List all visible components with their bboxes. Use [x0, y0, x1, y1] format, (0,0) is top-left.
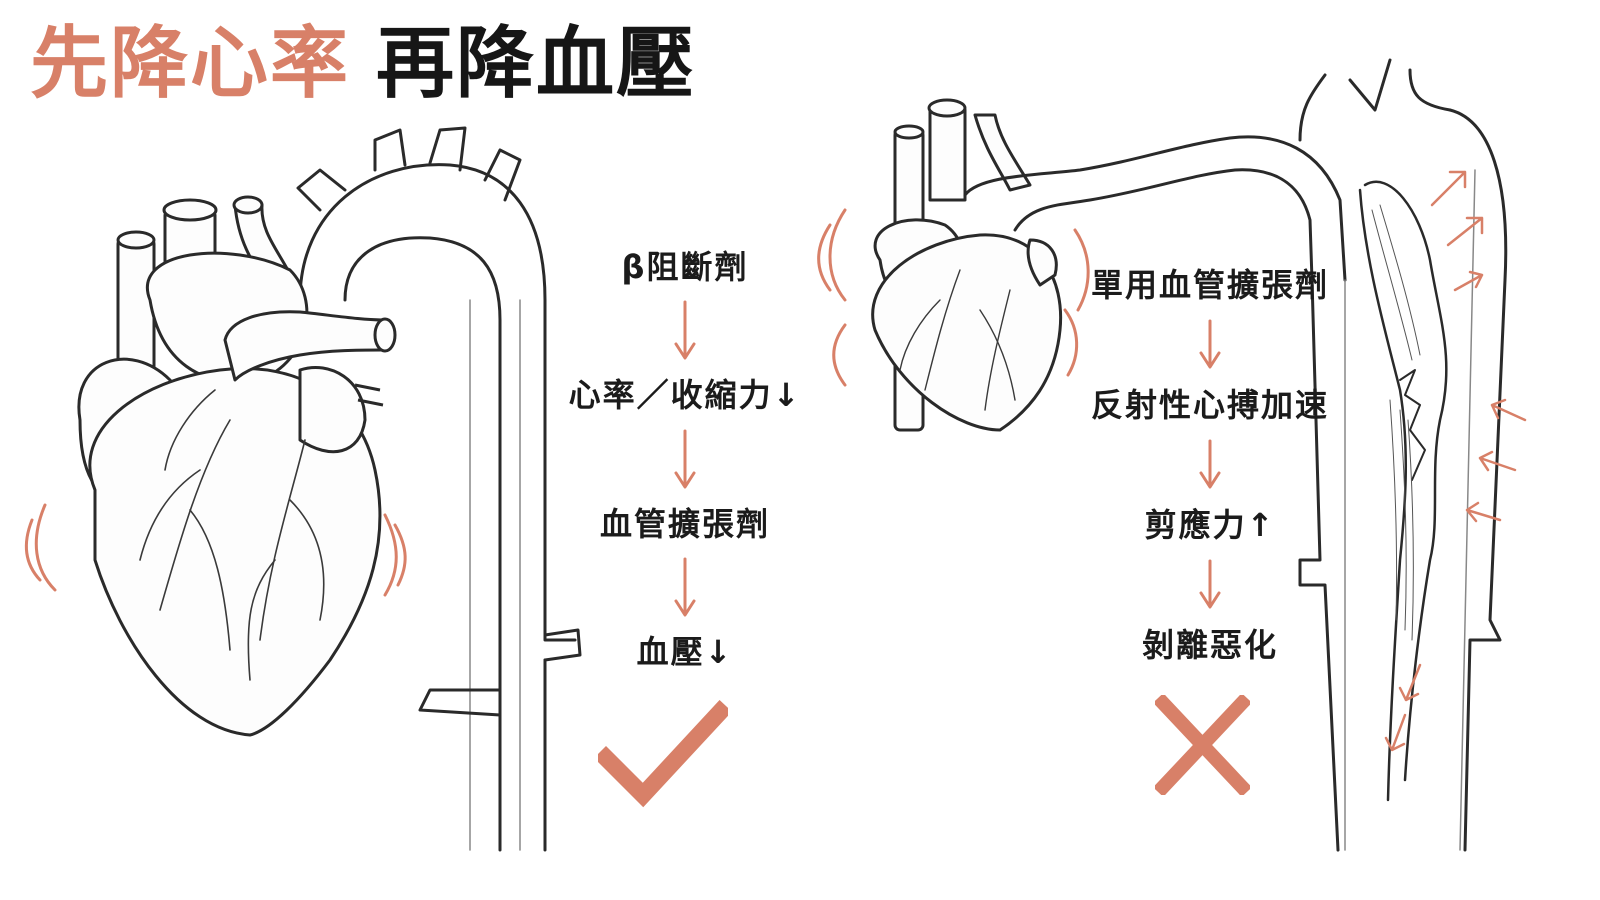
right-flowchart: 單用血管擴張劑 反射性心搏加速 剪應力↑ 剝離惡化 [1090, 265, 1330, 665]
right-step-4: 剝離惡化 [1141, 626, 1278, 664]
right-step-1: 單用血管擴張劑 [1090, 266, 1329, 304]
page-title: 先降心率再降血壓 [30, 19, 697, 109]
left-step-2: 心率／收縮力↓ [568, 376, 802, 415]
check-mark-icon [598, 700, 728, 808]
right-motion-arcs [817, 208, 1090, 387]
down-arrow-icon [674, 300, 696, 360]
title-main: 再降血壓 [376, 19, 697, 109]
left-aorta [296, 126, 582, 852]
left-step-3: 血管擴張劑 [599, 504, 770, 543]
down-arrow-icon [1199, 559, 1221, 609]
left-heart-vessels [139, 389, 325, 681]
right-aorta-hatching [1371, 204, 1421, 641]
left-motion-arcs [25, 503, 407, 597]
x-mark-icon [1155, 695, 1250, 795]
right-heart-vessels [899, 269, 1016, 411]
down-arrow-icon [674, 557, 696, 617]
right-pressure-arrows [1384, 170, 1527, 752]
left-flowchart: β阻斷劑 心率／收縮力↓ 血管擴張劑 血壓↓ [569, 248, 800, 672]
left-step-4: 血壓↓ [636, 633, 734, 672]
right-heart [871, 98, 1063, 432]
left-heart [77, 195, 397, 737]
right-step-3: 剪應力↑ [1144, 506, 1276, 544]
down-arrow-icon [1199, 439, 1221, 489]
down-arrow-icon [1199, 319, 1221, 369]
left-step-1: β阻斷劑 [621, 248, 749, 286]
title-accent: 先降心率 [30, 19, 351, 109]
down-arrow-icon [674, 429, 696, 489]
right-step-2: 反射性心搏加速 [1090, 386, 1329, 424]
